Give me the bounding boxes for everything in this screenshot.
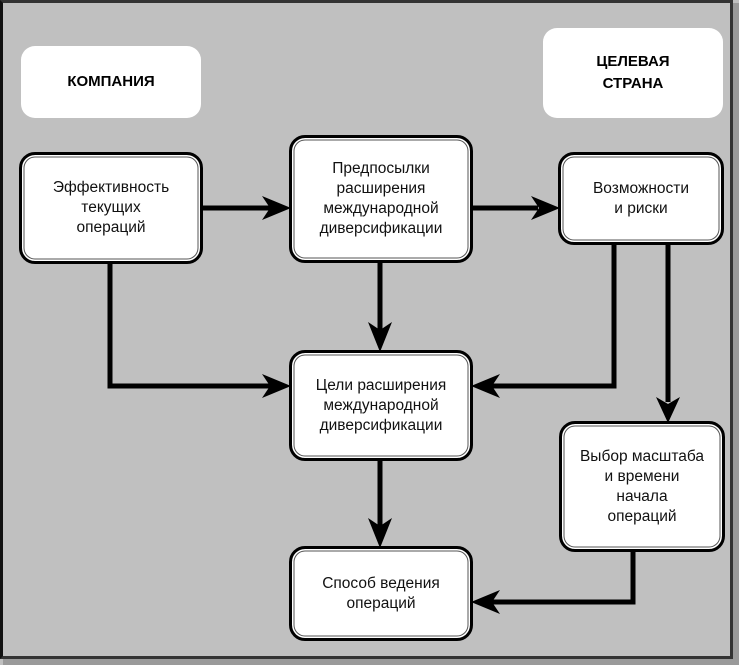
edge-prerequisites-to-goals	[368, 262, 392, 352]
node-scale-timing-label: Выбор масштаба и времени начала операций	[579, 447, 705, 525]
edge-prerequisites-to-opportunities	[472, 196, 560, 220]
node-efficiency-label: Эффективность текущих операций	[52, 179, 170, 236]
edge-scale-timing-to-mode	[471, 550, 636, 614]
arrowhead-icon	[368, 518, 392, 548]
node-scale-timing: Выбор масштаба и времени начала операций	[559, 421, 725, 552]
arrowhead-icon	[262, 374, 291, 398]
edge-efficiency-to-prerequisites	[203, 196, 291, 220]
node-efficiency: Эффективность текущих операций	[19, 152, 203, 264]
edge-opportunities-to-scale-timing	[656, 244, 680, 423]
arrowhead-icon	[471, 590, 500, 614]
node-goals: Цели расширения международной диверсифик…	[289, 350, 473, 461]
arrowhead-icon	[262, 196, 291, 220]
frame-shadow-bottom	[3, 659, 739, 665]
edge-opportunities-to-goals	[471, 244, 617, 398]
arrowhead-icon	[471, 374, 500, 398]
arrowhead-icon	[531, 196, 560, 220]
node-prerequisites-label: Предпосылки расширения международной див…	[319, 160, 443, 237]
frame-shadow-right	[733, 3, 739, 665]
arrowhead-icon	[656, 397, 680, 423]
node-mode-label: Способ ведения операций	[322, 574, 440, 612]
edge-goals-to-mode	[368, 460, 392, 548]
header-target-country-label: ЦЕЛЕВАЯ СТРАНА	[596, 53, 670, 92]
edge-efficiency-to-goals	[107, 263, 291, 398]
node-mode: Способ ведения операций	[289, 546, 473, 641]
node-prerequisites: Предпосылки расширения международной див…	[289, 135, 473, 263]
arrowhead-icon	[368, 322, 392, 352]
node-opportunities: Возможности и риски	[558, 152, 724, 245]
node-opportunities-label: Возможности и риски	[592, 179, 690, 217]
header-target-country: ЦЕЛЕВАЯ СТРАНА	[543, 28, 723, 118]
header-company-label: КОМПАНИЯ	[67, 73, 155, 90]
header-company: КОМПАНИЯ	[21, 46, 201, 118]
node-goals-label: Цели расширения международной диверсифик…	[315, 376, 447, 434]
